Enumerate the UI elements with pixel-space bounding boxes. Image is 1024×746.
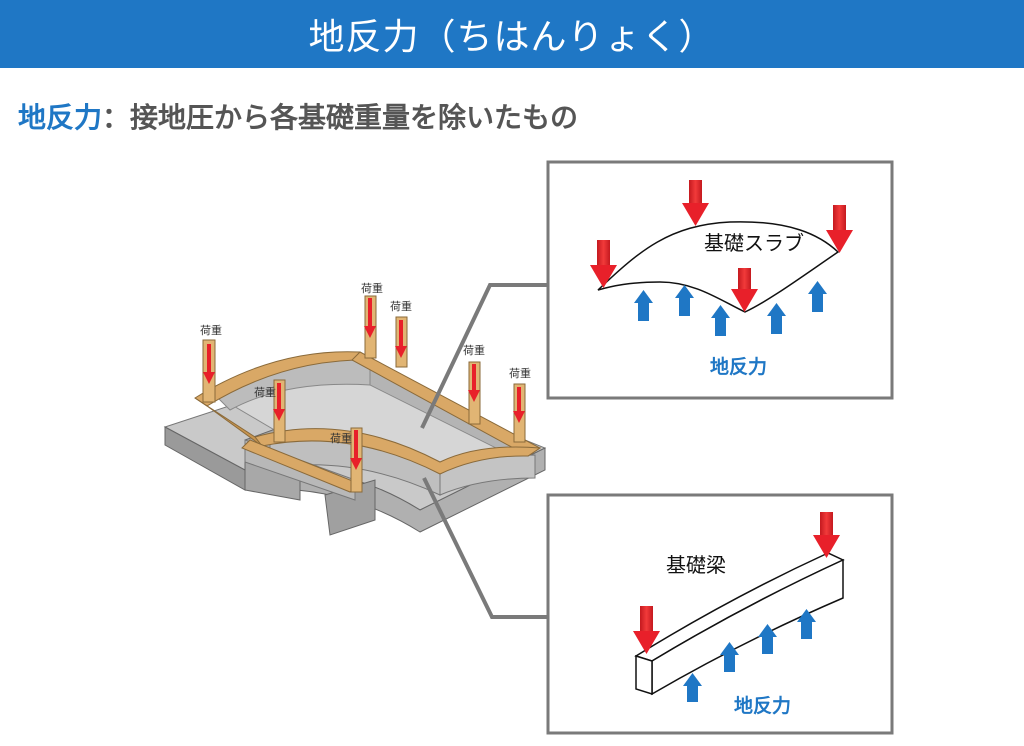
leader-line-slab: [420, 283, 548, 429]
load-label: 荷重: [200, 323, 222, 337]
definition-term: 地反力: [18, 101, 103, 134]
definition-separator: ：: [102, 101, 131, 134]
load-arrow: [731, 268, 758, 312]
definition-line: 地反力：接地圧から各基礎重量を除いたもの: [18, 96, 578, 136]
reaction-arrow: [675, 285, 694, 316]
beam-label: 基礎梁: [666, 553, 726, 577]
load-arrow: 荷重: [390, 299, 412, 358]
slab-label: 基礎スラブ: [704, 231, 804, 255]
load-arrow: 荷重: [254, 383, 285, 421]
load-label: 荷重: [254, 385, 276, 399]
beam-side-face: [651, 558, 844, 696]
load-arrow: 荷重: [200, 323, 222, 384]
reaction-arrow: [720, 642, 739, 672]
title-bar: 地反力（ちはんりょく）: [0, 0, 1024, 68]
slab-curve: [597, 221, 840, 313]
load-label: 荷重: [463, 343, 485, 357]
beam-panel: 基礎梁 地反力: [546, 493, 894, 735]
load-label: 荷重: [390, 299, 412, 313]
slab-panel: 基礎スラブ 地反力: [546, 160, 894, 400]
leader-line-beam: [422, 477, 548, 619]
load-arrow: [813, 512, 840, 558]
load-label: 荷重: [330, 431, 352, 445]
reaction-arrow: [767, 303, 786, 334]
load-arrow: [826, 205, 853, 253]
sill-cross: [241, 439, 361, 493]
load-arrow: [633, 606, 660, 654]
load-arrow: 荷重: [509, 366, 531, 423]
definition-text: 接地圧から各基礎重量を除いたもの: [130, 101, 579, 134]
callout-lines: [420, 283, 548, 619]
slab-reaction-label: 地反力: [710, 355, 767, 378]
foundation-illustration: 荷重 荷重 荷重 荷重 荷重 荷重 荷重: [163, 281, 547, 536]
reaction-arrow: [797, 609, 816, 639]
beam-end-face: [635, 654, 653, 696]
reaction-arrow: [808, 281, 827, 312]
page-title: 地反力（ちはんりょく）: [308, 17, 716, 58]
reaction-arrow: [683, 673, 702, 702]
load-arrow: [682, 180, 709, 226]
load-arrow: 荷重: [463, 343, 485, 402]
load-label: 荷重: [361, 281, 383, 295]
beam-reaction-label: 地反力: [734, 694, 791, 717]
load-arrow: 荷重: [361, 281, 383, 338]
load-arrow: [590, 240, 617, 288]
reaction-arrow: [711, 305, 730, 336]
load-label: 荷重: [509, 366, 531, 380]
reaction-arrow: [634, 290, 653, 321]
sill-front-curve: [254, 428, 542, 475]
reaction-arrow: [758, 624, 777, 654]
load-arrow: 荷重: [330, 430, 362, 470]
